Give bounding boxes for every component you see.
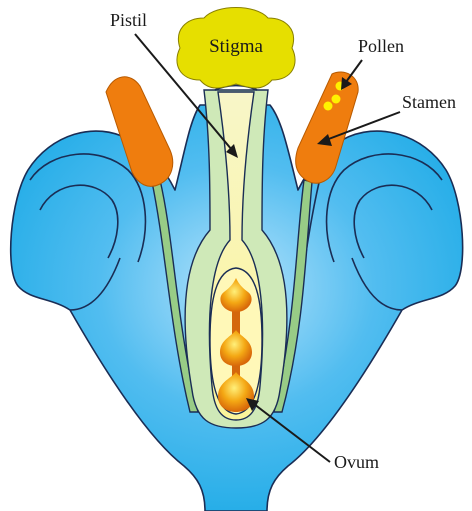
stigma-label: Stigma [209,36,263,57]
pollen-grain-icon [332,95,341,104]
ovules [218,278,254,412]
pollen-grain-icon [324,102,333,111]
ovum-label: Ovum [334,452,379,472]
pistil-label: Pistil [110,10,147,30]
stamen-label: Stamen [402,92,456,112]
pollen-label: Pollen [358,36,404,56]
